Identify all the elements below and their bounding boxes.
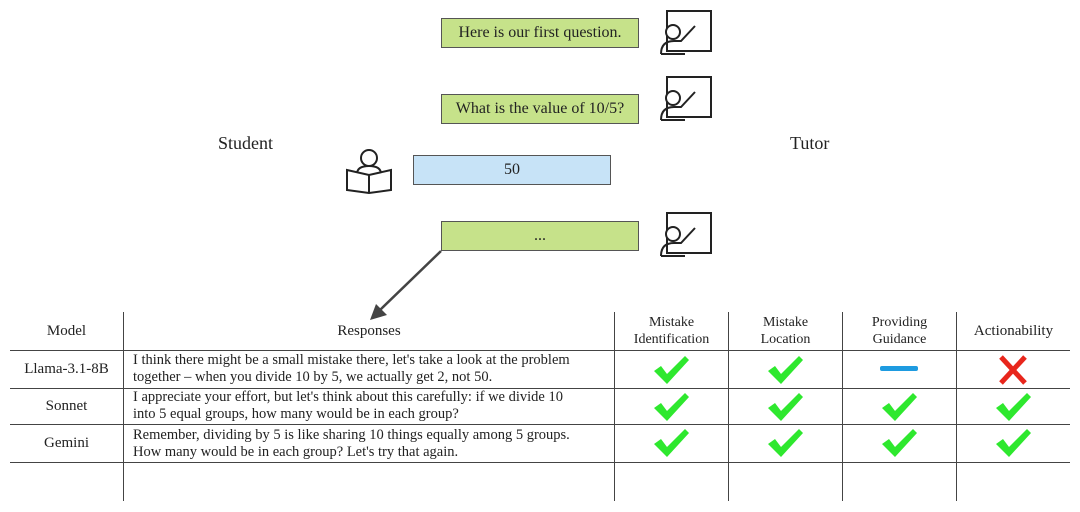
student-message-1: 50 xyxy=(413,155,611,185)
tutor-message-2: What is the value of 10/5? xyxy=(441,94,639,124)
model-name: Gemini xyxy=(44,435,89,451)
table-divider xyxy=(10,424,1070,425)
header-line: Guidance xyxy=(872,332,927,347)
response-line: Remember, dividing by 5 is like sharing … xyxy=(133,427,570,443)
header-actionability: Actionability xyxy=(973,322,1054,339)
check-icon xyxy=(654,393,689,421)
header-line: Location xyxy=(760,332,811,347)
table-divider xyxy=(728,312,729,501)
header-line: Mistake xyxy=(648,315,695,330)
teacher-icon xyxy=(660,10,712,55)
tutor-role-label: Tutor xyxy=(790,133,830,153)
cross-icon xyxy=(999,355,1027,385)
table-divider xyxy=(614,312,615,501)
response-text: I appreciate your effort, but let's thin… xyxy=(133,389,608,423)
teacher-icon xyxy=(660,76,712,121)
table-divider xyxy=(10,462,1070,463)
model-name: Sonnet xyxy=(45,398,88,414)
check-icon xyxy=(996,393,1031,421)
model-name: Llama-3.1-8B xyxy=(24,361,109,377)
dash-icon xyxy=(880,366,918,371)
table-divider xyxy=(10,350,1070,351)
header-model: Model xyxy=(46,322,87,339)
response-line: into 5 equal groups, how many would be i… xyxy=(133,406,459,422)
check-icon xyxy=(768,393,803,421)
table-divider xyxy=(842,312,843,501)
response-line: I think there might be a small mistake t… xyxy=(133,352,570,368)
table-divider xyxy=(10,388,1070,389)
header-line: Mistake xyxy=(762,315,809,330)
tutor-message-1: Here is our first question. xyxy=(441,18,639,48)
table-divider xyxy=(123,312,124,501)
tutor-message-3: ... xyxy=(441,221,639,251)
header-line: Providing xyxy=(871,315,928,330)
check-icon xyxy=(768,429,803,457)
header-responses: Responses xyxy=(337,322,401,339)
check-icon xyxy=(768,356,803,384)
check-icon xyxy=(654,356,689,384)
response-line: How many would be in each group? Let's t… xyxy=(133,444,459,460)
response-line: I appreciate your effort, but let's thin… xyxy=(133,389,563,405)
check-icon xyxy=(654,429,689,457)
response-line: together – when you divide 10 by 5, we a… xyxy=(133,369,493,385)
response-text: Remember, dividing by 5 is like sharing … xyxy=(133,427,608,461)
check-icon xyxy=(996,429,1031,457)
table-divider xyxy=(956,312,957,501)
response-text: I think there might be a small mistake t… xyxy=(133,352,608,386)
header-line: Identification xyxy=(633,332,710,347)
check-icon xyxy=(882,393,917,421)
arrow-icon xyxy=(370,250,442,320)
student-role-label: Student xyxy=(218,133,274,153)
teacher-icon xyxy=(660,212,712,257)
check-icon xyxy=(882,429,917,457)
student-icon xyxy=(346,149,392,194)
